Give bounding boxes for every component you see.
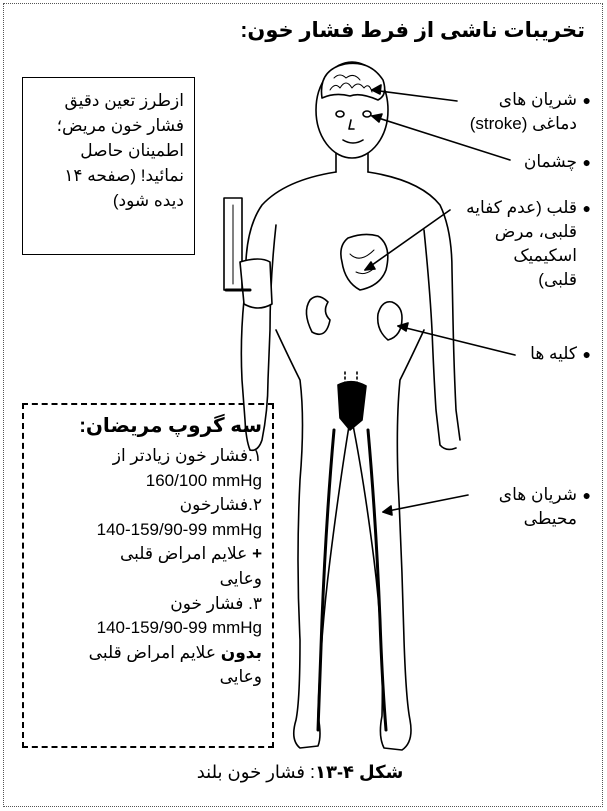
group3-line: ۳. فشار خون [34,592,262,617]
patient-groups-box: سه گروپ مریضان: ۱.فشار خون زیادتر از 160… [22,403,274,748]
label-peripheral-arteries: ● شریان های محیطی [499,483,577,531]
group3-vascular: وعایی [34,665,262,690]
bullet-icon: ● [583,342,591,366]
group2-value: 140-159/90-99 mmHg [34,518,262,543]
info-line: ازطرز تعین دقیق [31,88,184,113]
bullet-icon: ● [583,88,591,112]
group2-line: ۲.فشارخون [34,493,262,518]
group3-symptoms-text: علایم امراض قلبی [89,643,216,662]
left-kidney [306,296,330,334]
label-brain-arteries: ● شریان های دماغی (stroke) [470,88,577,136]
group2-symptoms: + علایم امراض قلبی [34,542,262,567]
label-heart: ● قلب (عدم کفایه قلبی، مرض اسکیمیک قلبی) [466,196,577,292]
arrow-peripheral [383,495,468,512]
left-eye [336,111,344,117]
group3-value: 140-159/90-99 mmHg [34,616,262,641]
info-line: نمائید! (صفحه ۱۴ [31,163,184,188]
group1-line: ۱.فشار خون زیادتر از [34,444,262,469]
info-line: فشار خون مریض؛ [31,113,184,138]
label-eyes: ● چشمان [524,150,577,174]
brain [321,63,384,100]
right-eye [363,111,371,117]
arrow-heart [365,210,450,270]
heart [341,234,388,290]
label-line: قلبی، مرض [466,220,577,244]
label-line: شریان های [499,483,577,507]
label-line: قلب (عدم کفایه [466,196,577,220]
group2-symptoms-text: علایم امراض قلبی [120,544,247,563]
group3-symptoms: بدون علایم امراض قلبی [34,641,262,666]
page-title: تخریبات ناشی از فرط فشار خون: [240,18,585,43]
figure-caption: شکل ۴-۱۳: فشار خون بلند [0,762,600,783]
label-line: قلبی) [466,268,577,292]
label-line: کلیه ها [530,342,577,366]
group2-vascular: وعایی [34,567,262,592]
label-kidneys: ● کلیه ها [530,342,577,366]
caption-figure-number: شکل ۴-۱۳ [315,762,403,782]
without-label: بدون [221,643,262,662]
groin [338,382,366,430]
plus-sign: + [252,544,262,563]
arrow-brain [372,90,457,101]
right-kidney [378,302,402,340]
group1-value: 160/100 mmHg [34,469,262,494]
bullet-icon: ● [583,196,591,220]
groups-title: سه گروپ مریضان: [34,413,262,438]
arrow-kidney [398,326,515,355]
info-box: ازطرز تعین دقیق فشار خون مریض؛ اطمینان ح… [22,77,195,255]
label-line: محیطی [499,507,577,531]
label-line: شریان های [470,88,577,112]
bullet-icon: ● [583,483,591,507]
label-line: اسکیمیک [466,244,577,268]
bullet-icon: ● [583,150,591,174]
info-line: اطمینان حاصل [31,138,184,163]
caption-text: : فشار خون بلند [197,762,315,782]
info-line: دیده شود) [31,188,184,213]
label-line: دماغی (stroke) [470,112,577,136]
label-line: چشمان [524,150,577,174]
bp-cuff [240,259,272,308]
